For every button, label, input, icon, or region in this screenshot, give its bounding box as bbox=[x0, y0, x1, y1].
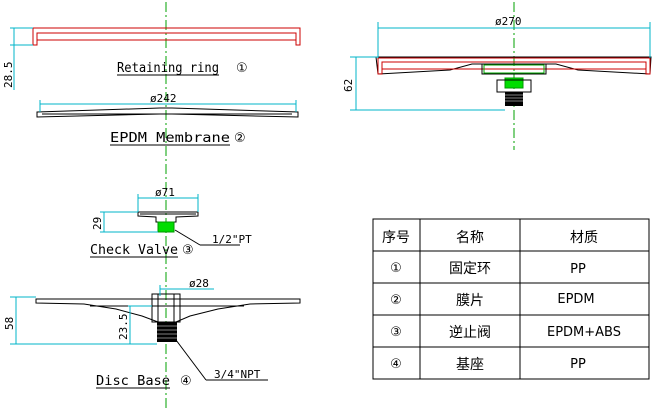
retaining-ring-drawing bbox=[32, 27, 301, 46]
membrane-number: ② bbox=[234, 131, 246, 146]
disc-base-dia-label: ø28 bbox=[189, 277, 209, 290]
check-valve-label: Check Valve bbox=[90, 243, 178, 258]
table-cell-name: 基座 bbox=[456, 356, 484, 373]
table-header-name: 名称 bbox=[456, 230, 484, 246]
table-cell-no: ① bbox=[390, 261, 402, 276]
membrane-dia-dim bbox=[39, 100, 297, 112]
materials-table: 序号 名称 材质 ① 固定环 PP ② 膜片 EPDM ③ 逆止阀 EPDM+A… bbox=[372, 218, 650, 380]
check-valve-dia-label: ø71 bbox=[155, 186, 175, 199]
membrane-dia-label: ø242 bbox=[150, 92, 177, 105]
assembly-dia-dim bbox=[377, 22, 651, 58]
assembly-height-dim bbox=[350, 56, 505, 111]
disc-base-drawing bbox=[35, 293, 301, 342]
disc-base-dia-dim bbox=[159, 285, 214, 296]
check-valve-number: ③ bbox=[182, 243, 194, 258]
table-cell-material: PP bbox=[570, 262, 586, 277]
check-valve-thread-leader bbox=[174, 229, 201, 246]
table-cell-material: EPDM bbox=[557, 292, 594, 307]
table-cell-material: PP bbox=[570, 357, 586, 372]
retaining-ring-height-label: 28.5 bbox=[2, 62, 15, 89]
disc-base-thread-leader bbox=[175, 339, 207, 381]
disc-base-number: ④ bbox=[180, 374, 192, 389]
disc-base-sub-label: 23.5 bbox=[117, 314, 130, 341]
check-valve-height-label: 29 bbox=[91, 217, 104, 230]
table-header-material: 材质 bbox=[570, 230, 598, 246]
table-cell-name: 逆止阀 bbox=[449, 325, 491, 341]
table-cell-name: 膜片 bbox=[456, 293, 484, 309]
assembly-dia-label: ø270 bbox=[495, 15, 522, 28]
membrane-label: EPDM Membrane bbox=[110, 131, 230, 146]
table-cell-name: 固定环 bbox=[449, 261, 491, 277]
disc-base-height-label: 58 bbox=[3, 317, 16, 330]
assembly-height-label: 62 bbox=[342, 79, 355, 92]
table-cell-no: ③ bbox=[390, 325, 402, 340]
check-valve-drawing bbox=[137, 211, 199, 233]
check-valve-height-dim bbox=[100, 211, 158, 233]
table-cell-no: ② bbox=[390, 293, 402, 308]
retaining-ring-number: ① bbox=[236, 61, 248, 76]
table-cell-no: ④ bbox=[390, 357, 402, 372]
membrane-drawing bbox=[36, 107, 299, 118]
retaining-ring-label: Retaining ring bbox=[117, 61, 219, 76]
retaining-ring-height-dim bbox=[10, 27, 33, 90]
check-valve-dia-dim bbox=[137, 194, 199, 212]
disc-base-thread-label: 3/4"NPT bbox=[214, 368, 261, 381]
table-header-no: 序号 bbox=[382, 230, 410, 246]
disc-base-sub-dim bbox=[128, 305, 152, 344]
disc-base-label: Disc Base bbox=[96, 374, 170, 389]
check-valve-thread-label: 1/2"PT bbox=[212, 233, 252, 246]
table-cell-material: EPDM+ABS bbox=[547, 325, 621, 340]
assembly-drawing bbox=[375, 56, 652, 106]
disc-base-height-dim bbox=[10, 296, 157, 345]
